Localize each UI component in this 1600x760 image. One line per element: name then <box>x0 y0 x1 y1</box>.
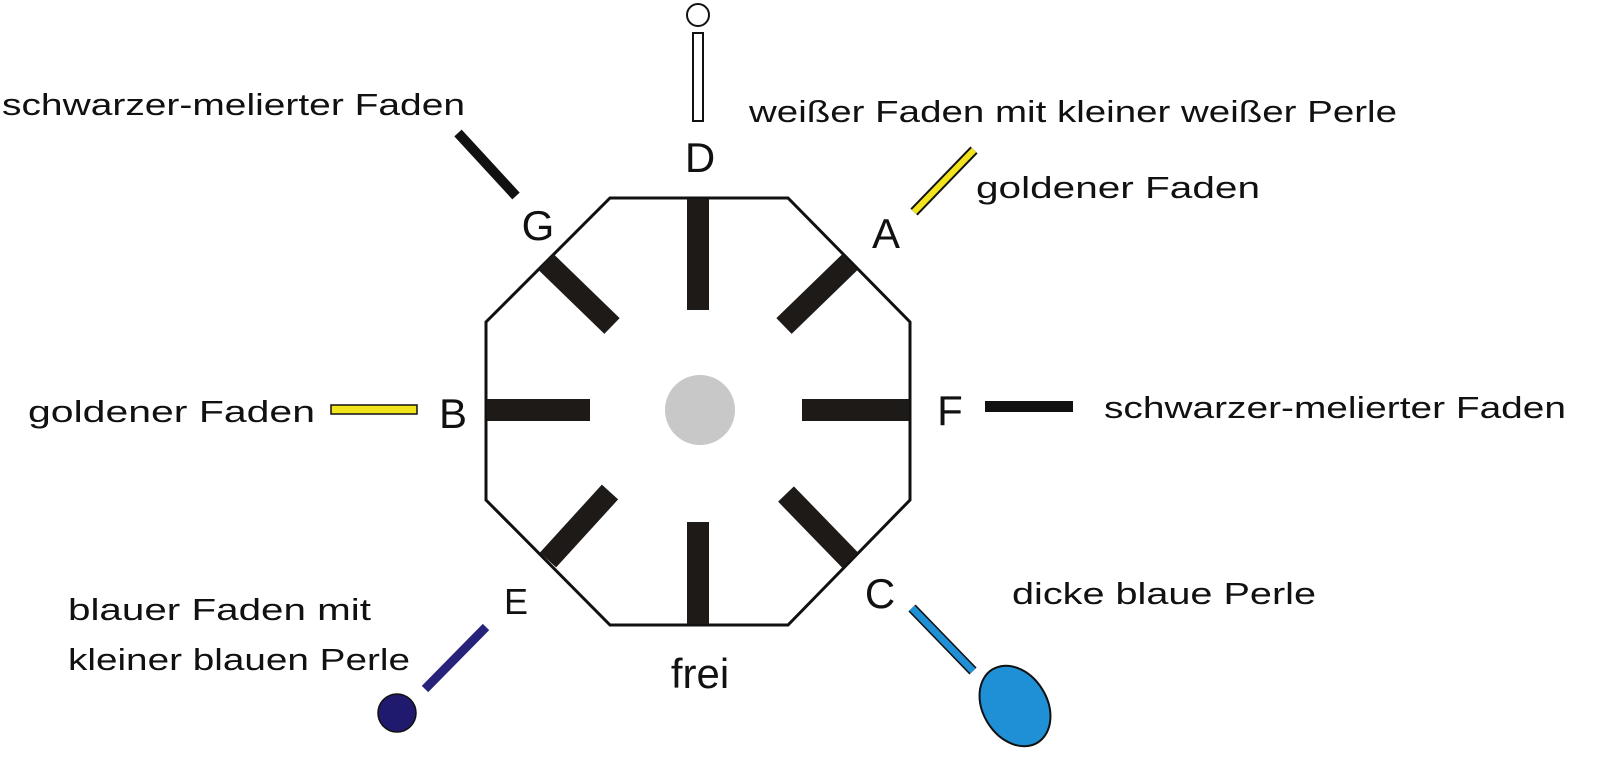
bead-c-thick-blue <box>978 664 1052 748</box>
label-e: E <box>504 581 528 622</box>
label-frei: frei <box>671 650 729 697</box>
slot-top-right <box>776 254 858 334</box>
thread-c-blue <box>909 605 976 674</box>
description-f: schwarzer-melierter Faden <box>1104 390 1566 425</box>
thread-g-black <box>454 129 520 200</box>
label-f: F <box>937 387 963 434</box>
description-a: goldener Faden <box>976 170 1260 205</box>
description-d: weißer Faden mit kleiner weißer Perle <box>748 94 1397 129</box>
bead-e-small-blue <box>377 693 417 733</box>
label-d: D <box>685 134 715 181</box>
description-b: goldener Faden <box>28 394 315 429</box>
slot-top-left <box>538 254 620 334</box>
description-g: schwarzer-melierter Faden <box>2 87 465 122</box>
description-e-line2: kleiner blauen Perle <box>68 642 410 677</box>
slot-bottom-left <box>539 484 619 568</box>
thread-b-gold <box>330 404 418 415</box>
thread-e-blue <box>421 623 490 693</box>
description-e-line1: blauer Faden mit <box>68 592 371 627</box>
thread-a-gold <box>911 147 977 215</box>
thread-f-black <box>985 401 1073 412</box>
thread-d-white <box>692 32 704 122</box>
slots <box>487 199 909 624</box>
description-c: dicke blaue Perle <box>1012 576 1316 611</box>
label-c: C <box>865 570 895 617</box>
label-b: B <box>439 390 467 437</box>
slot-bottom-right <box>778 486 858 568</box>
label-a: A <box>872 210 900 257</box>
label-g: G <box>522 202 555 249</box>
center-hole <box>665 375 735 445</box>
bead-d-small-white <box>686 3 710 27</box>
